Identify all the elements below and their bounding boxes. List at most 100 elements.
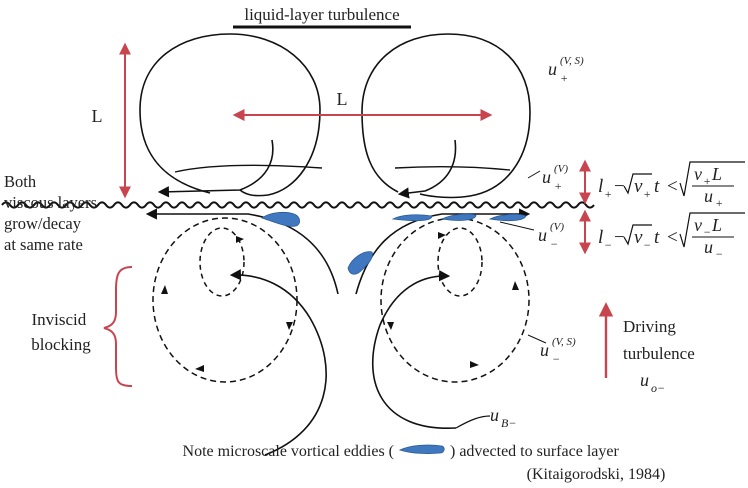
left-return-streamline (229, 269, 327, 456)
microscale-eddy (440, 213, 477, 221)
svg-text:t: t (654, 176, 660, 197)
svg-text:(V): (V) (554, 163, 568, 175)
svg-text:u: u (640, 370, 649, 390)
svg-text:−: − (614, 227, 625, 248)
microscale-eddy (261, 211, 300, 227)
microscale-eddies (261, 211, 527, 454)
svg-text:L: L (711, 215, 722, 235)
svg-text:<: < (667, 176, 678, 197)
u-B-minus-pointer (455, 415, 491, 429)
inviscid-brace (103, 266, 133, 387)
dashed-eddy-arrowhead (387, 322, 394, 330)
svg-text:u: u (490, 405, 499, 425)
svg-text:+: + (643, 187, 651, 201)
right-return-streamline (372, 270, 457, 429)
svg-text:−: − (614, 176, 625, 197)
svg-text:t: t (654, 227, 660, 248)
both-viscous-line-3: grow/decay (4, 214, 82, 233)
note-text-part-2: ) advected to surface layer (450, 443, 619, 460)
svg-text:B−: B− (501, 416, 516, 430)
upper-layer-equation: l + − v + t < v + L u + (598, 161, 745, 210)
microscale-eddy (347, 251, 373, 275)
svg-text:+: + (715, 196, 723, 210)
upper-right-flow-arrow (397, 139, 457, 199)
u-o-minus-symbol: u o− (640, 370, 665, 395)
svg-text:u: u (704, 237, 713, 257)
svg-text:l: l (598, 176, 603, 197)
driving-line-1: Driving (623, 317, 676, 336)
svg-text:+: + (703, 174, 711, 188)
driving-line-2: turbulence (623, 344, 695, 363)
microscale-eddy (391, 214, 433, 222)
lower-right-inner-dashed-eddy (437, 227, 483, 297)
u-minus-VS-pointer (527, 334, 547, 344)
dashed-eddy-arrowhead (512, 281, 519, 290)
svg-text:o−: o− (651, 381, 665, 395)
svg-text:u: u (540, 340, 549, 360)
dashed-eddy-arrowhead (470, 361, 479, 368)
svg-text:−: − (703, 225, 711, 239)
note-text-part-1: Note microscale vortical eddies ( (183, 443, 394, 460)
svg-text:v: v (634, 176, 643, 197)
lower-right-outer-dashed-eddy (380, 217, 530, 383)
dashed-eddy-arrowhead (236, 236, 244, 243)
upper-left-inner-flow (174, 164, 323, 173)
inviscid-line-2: blocking (31, 335, 91, 354)
right-upwelling-streamline (355, 208, 531, 295)
u-plus-VS-symbol: u (V, S) + (548, 55, 584, 85)
dashed-eddy-arrowhead (195, 365, 204, 372)
svg-text:+: + (604, 187, 612, 201)
svg-text:u: u (542, 167, 551, 187)
svg-text:v: v (694, 215, 702, 235)
dashed-eddy-arrowhead (438, 232, 446, 239)
svg-text:u: u (538, 225, 547, 245)
svg-text:+: + (554, 179, 562, 193)
inviscid-label: Inviscid blocking (31, 310, 91, 354)
both-viscous-label: Both viscous layers grow/decay at same r… (4, 172, 101, 254)
svg-text:−: − (604, 238, 612, 252)
upper-left-flow-arrow (157, 139, 274, 198)
L-horizontal-label: L (337, 89, 348, 109)
u-plus-V-symbol: u (V) + (542, 163, 568, 193)
svg-text:−: − (715, 247, 723, 261)
driving-label: Driving turbulence (623, 317, 695, 363)
svg-text:<: < (667, 227, 678, 248)
dashed-eddy-arrowhead (161, 285, 168, 294)
both-viscous-line-4: at same rate (4, 235, 83, 254)
svg-text:(V, S): (V, S) (560, 55, 584, 67)
svg-text:−: − (552, 352, 560, 366)
lower-left-inner-dashed-eddy (199, 227, 245, 297)
svg-text:−: − (643, 238, 651, 252)
svg-text:l: l (598, 227, 603, 248)
inviscid-line-1: Inviscid (31, 310, 86, 329)
u-minus-V-pointer (499, 221, 535, 231)
u-B-minus-symbol: u B− (490, 405, 516, 430)
dashed-eddy-arrowhead (286, 322, 293, 330)
upper-right-inner-flow (394, 166, 511, 171)
svg-text:L: L (711, 164, 722, 184)
svg-text:v: v (694, 164, 702, 184)
note-eddy-icon (398, 444, 445, 454)
both-viscous-line-1: Both (4, 172, 37, 191)
lower-left-outer-dashed-eddy (152, 217, 298, 383)
diagram-title: liquid-layer turbulence (244, 5, 399, 24)
citation: (Kitaigorodski, 1984) (527, 466, 666, 483)
microscale-eddy (488, 213, 527, 222)
svg-text:(V, S): (V, S) (552, 336, 576, 348)
svg-text:u: u (704, 186, 713, 206)
svg-text:+: + (560, 71, 568, 85)
interface-wavy-line (1, 201, 595, 209)
left-upwelling-streamline (145, 208, 339, 295)
u-plus-V-pointer (527, 170, 541, 179)
svg-text:u: u (548, 59, 557, 79)
lower-layer-equation: l − − v − t < v − L u − (598, 212, 745, 261)
both-viscous-line-2: viscous layers (4, 193, 97, 212)
upper-left-eddy (139, 33, 321, 197)
svg-text:v: v (634, 227, 643, 248)
svg-text:−: − (550, 237, 558, 251)
u-minus-VS-symbol: u (V, S) − (540, 336, 576, 366)
u-minus-V-symbol: u (V) − (538, 221, 564, 251)
svg-text:(V): (V) (550, 221, 564, 233)
L-vertical-label: L (92, 106, 103, 126)
